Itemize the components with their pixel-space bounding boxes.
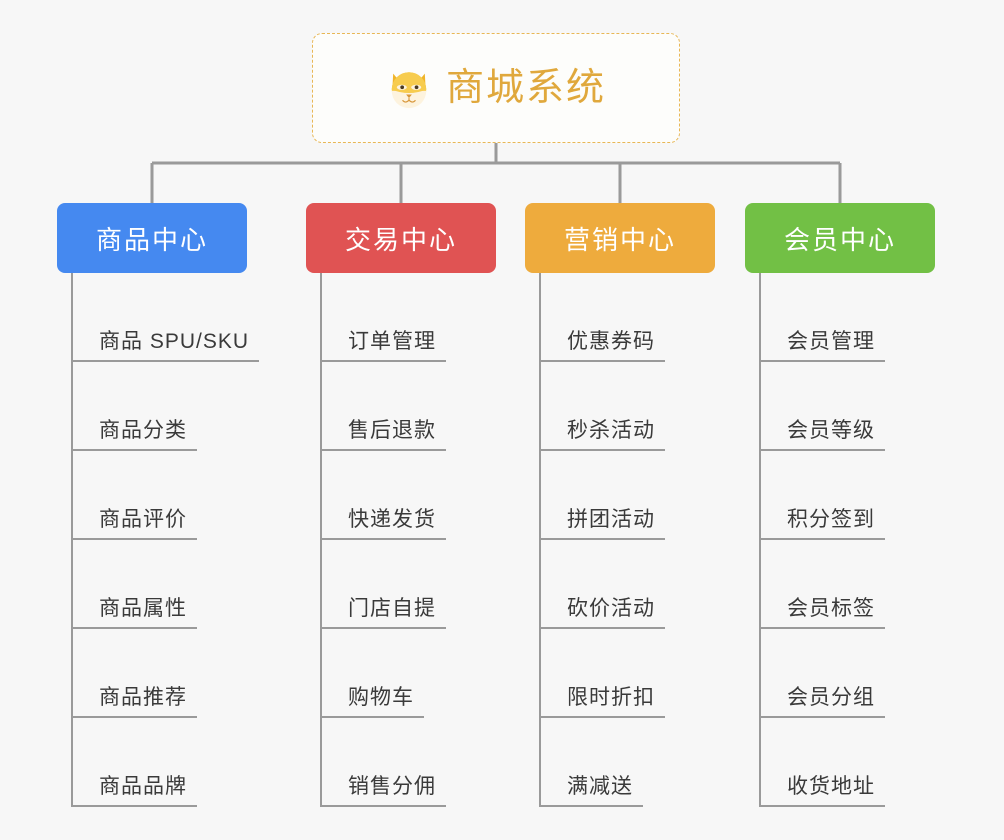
list-item[interactable]: 限时折扣: [541, 629, 715, 718]
leaf-list-交易中心: 订单管理 售后退款 快递发货 门店自提 购物车 销售分佣: [320, 273, 496, 807]
category-header-交易中心[interactable]: 交易中心: [306, 203, 496, 273]
root-node-商城系统[interactable]: 商城系统: [312, 33, 680, 143]
leaf-label: 快递发货: [322, 508, 446, 540]
root-node-title: 商城系统: [445, 67, 606, 109]
leaf-label: 会员标签: [761, 597, 885, 629]
shiba-dog-icon: [391, 72, 427, 109]
list-item[interactable]: 商品分类: [73, 362, 247, 451]
list-item[interactable]: 会员等级: [761, 362, 935, 451]
list-item[interactable]: 商品推荐: [73, 629, 247, 718]
leaf-label: 优惠券码: [541, 330, 665, 362]
leaf-label: 购物车: [322, 686, 424, 718]
category-header-会员中心[interactable]: 会员中心: [745, 203, 935, 273]
leaf-label: 会员管理: [761, 330, 885, 362]
list-item[interactable]: 商品评价: [73, 451, 247, 540]
category-title: 会员中心: [783, 224, 896, 255]
category-header-商品中心[interactable]: 商品中心: [57, 203, 247, 273]
list-item[interactable]: 收货地址: [761, 718, 935, 807]
list-item[interactable]: 优惠券码: [541, 273, 715, 362]
leaf-label: 门店自提: [322, 597, 446, 629]
category-title: 交易中心: [344, 224, 457, 255]
category-column-商品中心: 商品中心 商品 SPU/SKU 商品分类 商品评价 商品属性 商品推荐 商品品牌: [57, 203, 260, 807]
list-item[interactable]: 商品品牌: [73, 718, 247, 807]
leaf-label: 收货地址: [761, 775, 885, 807]
list-item[interactable]: 购物车: [322, 629, 496, 718]
leaf-label: 会员等级: [761, 419, 885, 451]
leaf-label: 商品 SPU/SKU: [73, 330, 260, 362]
leaf-label: 商品评价: [73, 508, 197, 540]
category-title: 商品中心: [95, 224, 208, 255]
list-item[interactable]: 积分签到: [761, 451, 935, 540]
list-item[interactable]: 商品 SPU/SKU: [73, 273, 260, 362]
list-item[interactable]: 满减送: [541, 718, 715, 807]
category-column-会员中心: 会员中心 会员管理 会员等级 积分签到 会员标签 会员分组 收货地址: [745, 203, 935, 807]
leaf-list-营销中心: 优惠券码 秒杀活动 拼团活动 砍价活动 限时折扣 满减送: [539, 273, 715, 807]
list-item[interactable]: 快递发货: [322, 451, 496, 540]
category-column-交易中心: 交易中心 订单管理 售后退款 快递发货 门店自提 购物车 销售分佣: [306, 203, 496, 807]
leaf-label: 商品推荐: [73, 686, 197, 718]
leaf-label: 秒杀活动: [541, 419, 665, 451]
leaf-label: 会员分组: [761, 686, 885, 718]
category-title: 营销中心: [563, 224, 676, 255]
list-item[interactable]: 销售分佣: [322, 718, 496, 807]
list-item[interactable]: 会员分组: [761, 629, 935, 718]
list-item[interactable]: 订单管理: [322, 273, 496, 362]
leaf-list-会员中心: 会员管理 会员等级 积分签到 会员标签 会员分组 收货地址: [759, 273, 935, 807]
leaf-label: 商品属性: [73, 597, 197, 629]
leaf-label: 订单管理: [322, 330, 446, 362]
leaf-label: 售后退款: [322, 419, 446, 451]
list-item[interactable]: 会员管理: [761, 273, 935, 362]
leaf-label: 商品品牌: [73, 775, 197, 807]
leaf-label: 积分签到: [761, 508, 885, 540]
list-item[interactable]: 会员标签: [761, 540, 935, 629]
leaf-label: 限时折扣: [541, 686, 665, 718]
list-item[interactable]: 秒杀活动: [541, 362, 715, 451]
leaf-label: 满减送: [541, 775, 643, 807]
category-header-营销中心[interactable]: 营销中心: [525, 203, 715, 273]
leaf-label: 商品分类: [73, 419, 197, 451]
list-item[interactable]: 拼团活动: [541, 451, 715, 540]
leaf-label: 销售分佣: [322, 775, 446, 807]
list-item[interactable]: 砍价活动: [541, 540, 715, 629]
category-column-营销中心: 营销中心 优惠券码 秒杀活动 拼团活动 砍价活动 限时折扣 满减送: [525, 203, 715, 807]
leaf-list-商品中心: 商品 SPU/SKU 商品分类 商品评价 商品属性 商品推荐 商品品牌: [71, 273, 260, 807]
list-item[interactable]: 商品属性: [73, 540, 247, 629]
list-item[interactable]: 售后退款: [322, 362, 496, 451]
leaf-label: 砍价活动: [541, 597, 665, 629]
list-item[interactable]: 门店自提: [322, 540, 496, 629]
leaf-label: 拼团活动: [541, 508, 665, 540]
